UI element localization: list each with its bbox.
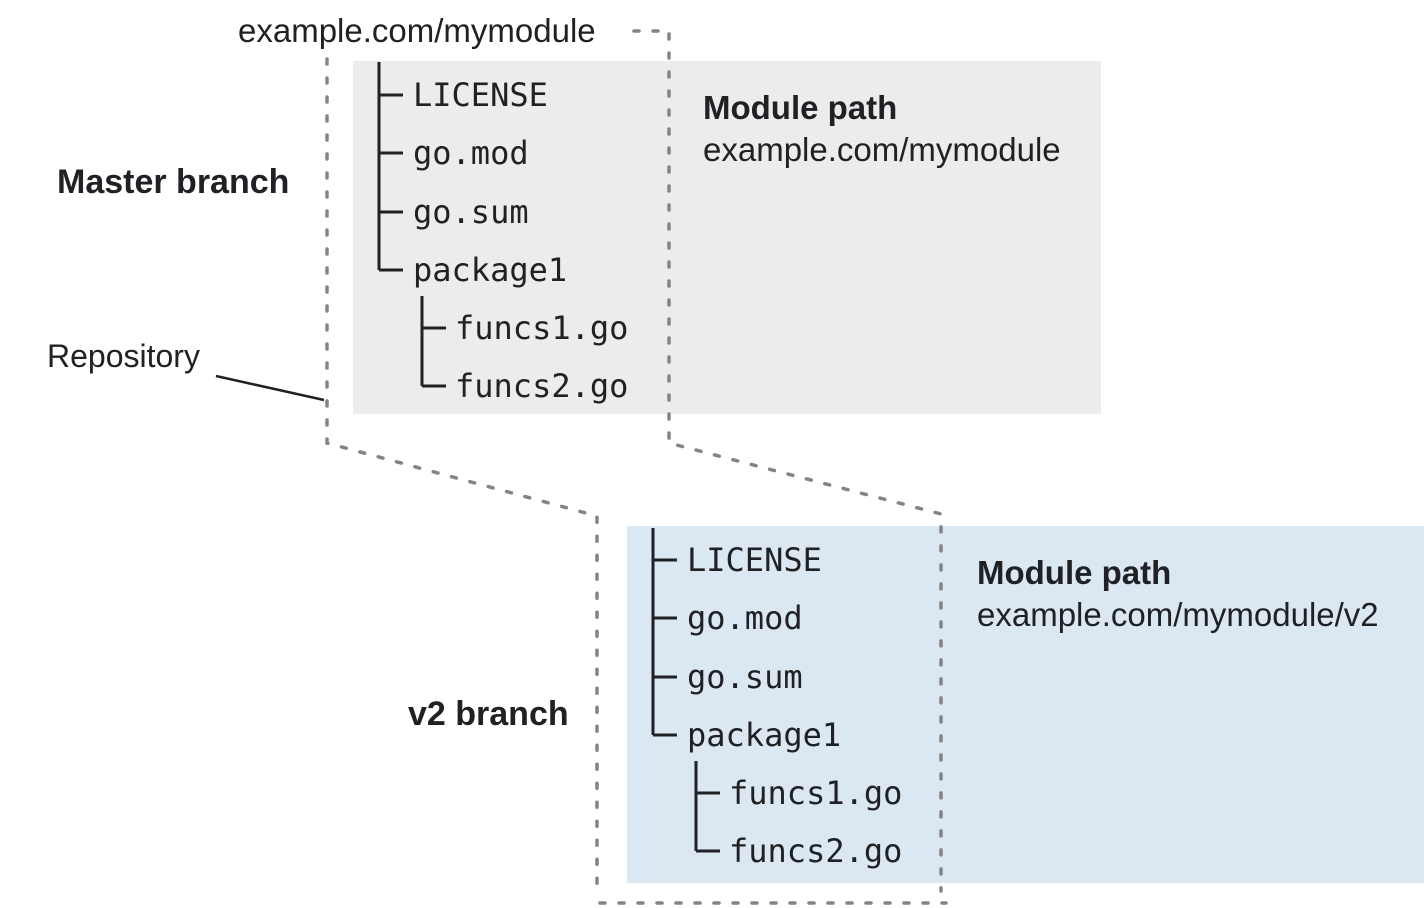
master-tree-connectors [377,62,446,388]
v2-module-path-value: example.com/mymodule/v2 [977,596,1379,633]
v2-file-gosum: go.sum [687,658,803,696]
repository-boundary-left-dotted-line [325,57,599,899]
repository-boundary-right-dotted-line [632,29,943,893]
v2-file-funcs1: funcs1.go [729,774,903,812]
repository-leader-line [215,374,325,402]
master-file-gosum: go.sum [413,193,529,231]
master-file-license: LICENSE [413,76,548,114]
master-branch-box [353,61,1101,414]
v2-module-path-block: Module path example.com/mymodule/v2 [977,552,1379,636]
v2-branch-box [627,526,1424,883]
master-dir-package1: package1 [413,251,568,289]
master-file-funcs1: funcs1.go [455,309,629,347]
v2-module-path-title: Module path [977,554,1172,591]
v2-file-funcs2: funcs2.go [729,832,903,870]
master-branch-label: Master branch [57,163,290,201]
master-module-path-block: Module path example.com/mymodule [703,87,1061,171]
v2-file-license: LICENSE [687,541,822,579]
v2-branch-label: v2 branch [408,695,569,733]
master-file-funcs2: funcs2.go [455,367,629,405]
v2-tree-connectors [651,528,720,853]
v2-dir-package1: package1 [687,716,842,754]
master-file-gomod: go.mod [413,134,529,172]
master-module-path-value: example.com/mymodule [703,131,1061,168]
repository-url-label: example.com/mymodule [238,12,596,49]
master-module-path-title: Module path [703,89,898,126]
repository-label: Repository [47,338,200,374]
v2-file-gomod: go.mod [687,599,803,637]
